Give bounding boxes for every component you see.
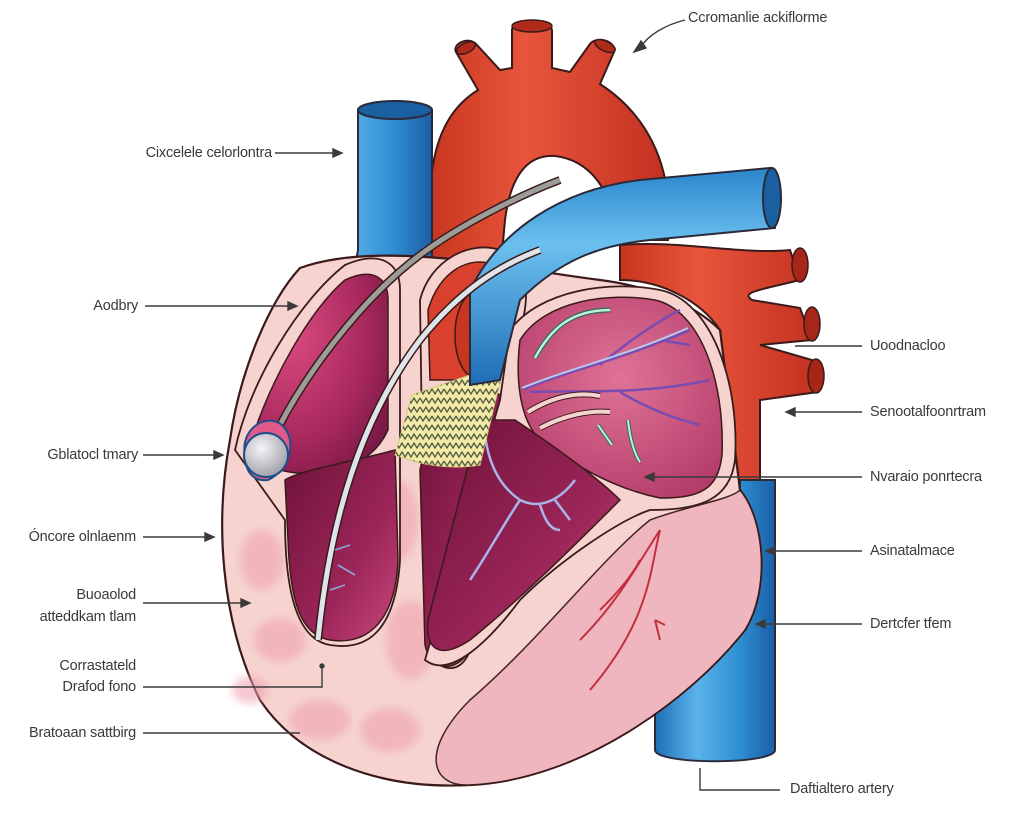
- leader-lines: [143, 19, 862, 791]
- label-bottom-right: Daftialtero artery: [790, 781, 894, 797]
- label-left-3: Gblatocl tmary: [47, 447, 138, 463]
- pulmonary-artery: [469, 166, 782, 387]
- balloon-tip: [243, 419, 292, 482]
- label-top-right: Ccromanlie ackiflorme: [688, 10, 828, 26]
- label-left-5a: Buoaolod: [76, 587, 136, 603]
- label-left-7: Bratoaan sattbirg: [28, 725, 136, 741]
- label-left-6b: Drafod fono: [62, 679, 136, 695]
- label-left-6a: Corrastateld: [59, 658, 136, 674]
- label-right-1: Uoodnacloo: [870, 338, 946, 354]
- label-right-3: Nvaraio ponrtecra: [870, 469, 982, 485]
- right-atrium: [234, 257, 401, 647]
- catheter: [266, 176, 562, 641]
- label-left-2: Aodbry: [93, 298, 138, 314]
- label-left-5b: atteddkam tlam: [39, 609, 137, 625]
- label-left-1: Cixcelele celorlontra: [145, 145, 273, 161]
- label-left-4: Óncore olnlaenm: [28, 529, 137, 545]
- label-right-2: Senootalfoonrtram: [870, 404, 986, 420]
- stent: [394, 374, 501, 468]
- label-right-5: Dertcfer tfem: [870, 616, 952, 632]
- pulmonary-veins: [619, 242, 825, 499]
- label-right-4: Asinatalmace: [870, 543, 955, 559]
- main-ventricle: [423, 285, 737, 667]
- coronary-artery: [579, 529, 666, 691]
